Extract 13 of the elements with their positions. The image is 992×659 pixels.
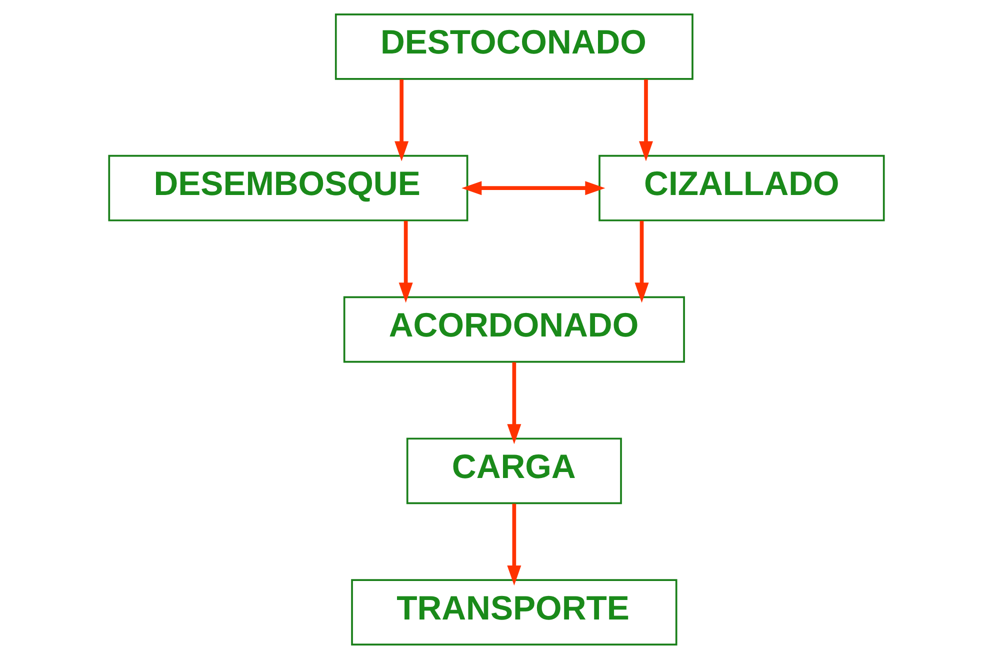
arrow bbox=[461, 181, 605, 196]
node-box: DESEMBOSQUE bbox=[108, 154, 468, 222]
arrow bbox=[634, 220, 648, 303]
arrow bbox=[638, 79, 652, 162]
arrow bbox=[394, 79, 408, 162]
node-box: CIZALLADO bbox=[598, 154, 884, 222]
arrow bbox=[506, 362, 521, 444]
node-box: ACORDONADO bbox=[342, 296, 684, 363]
node-box: TRANSPORTE bbox=[350, 579, 677, 646]
arrow bbox=[506, 504, 521, 586]
node-box: DESTOCONADO bbox=[334, 13, 693, 80]
node-box: CARGA bbox=[406, 438, 622, 504]
arrow bbox=[398, 220, 412, 303]
